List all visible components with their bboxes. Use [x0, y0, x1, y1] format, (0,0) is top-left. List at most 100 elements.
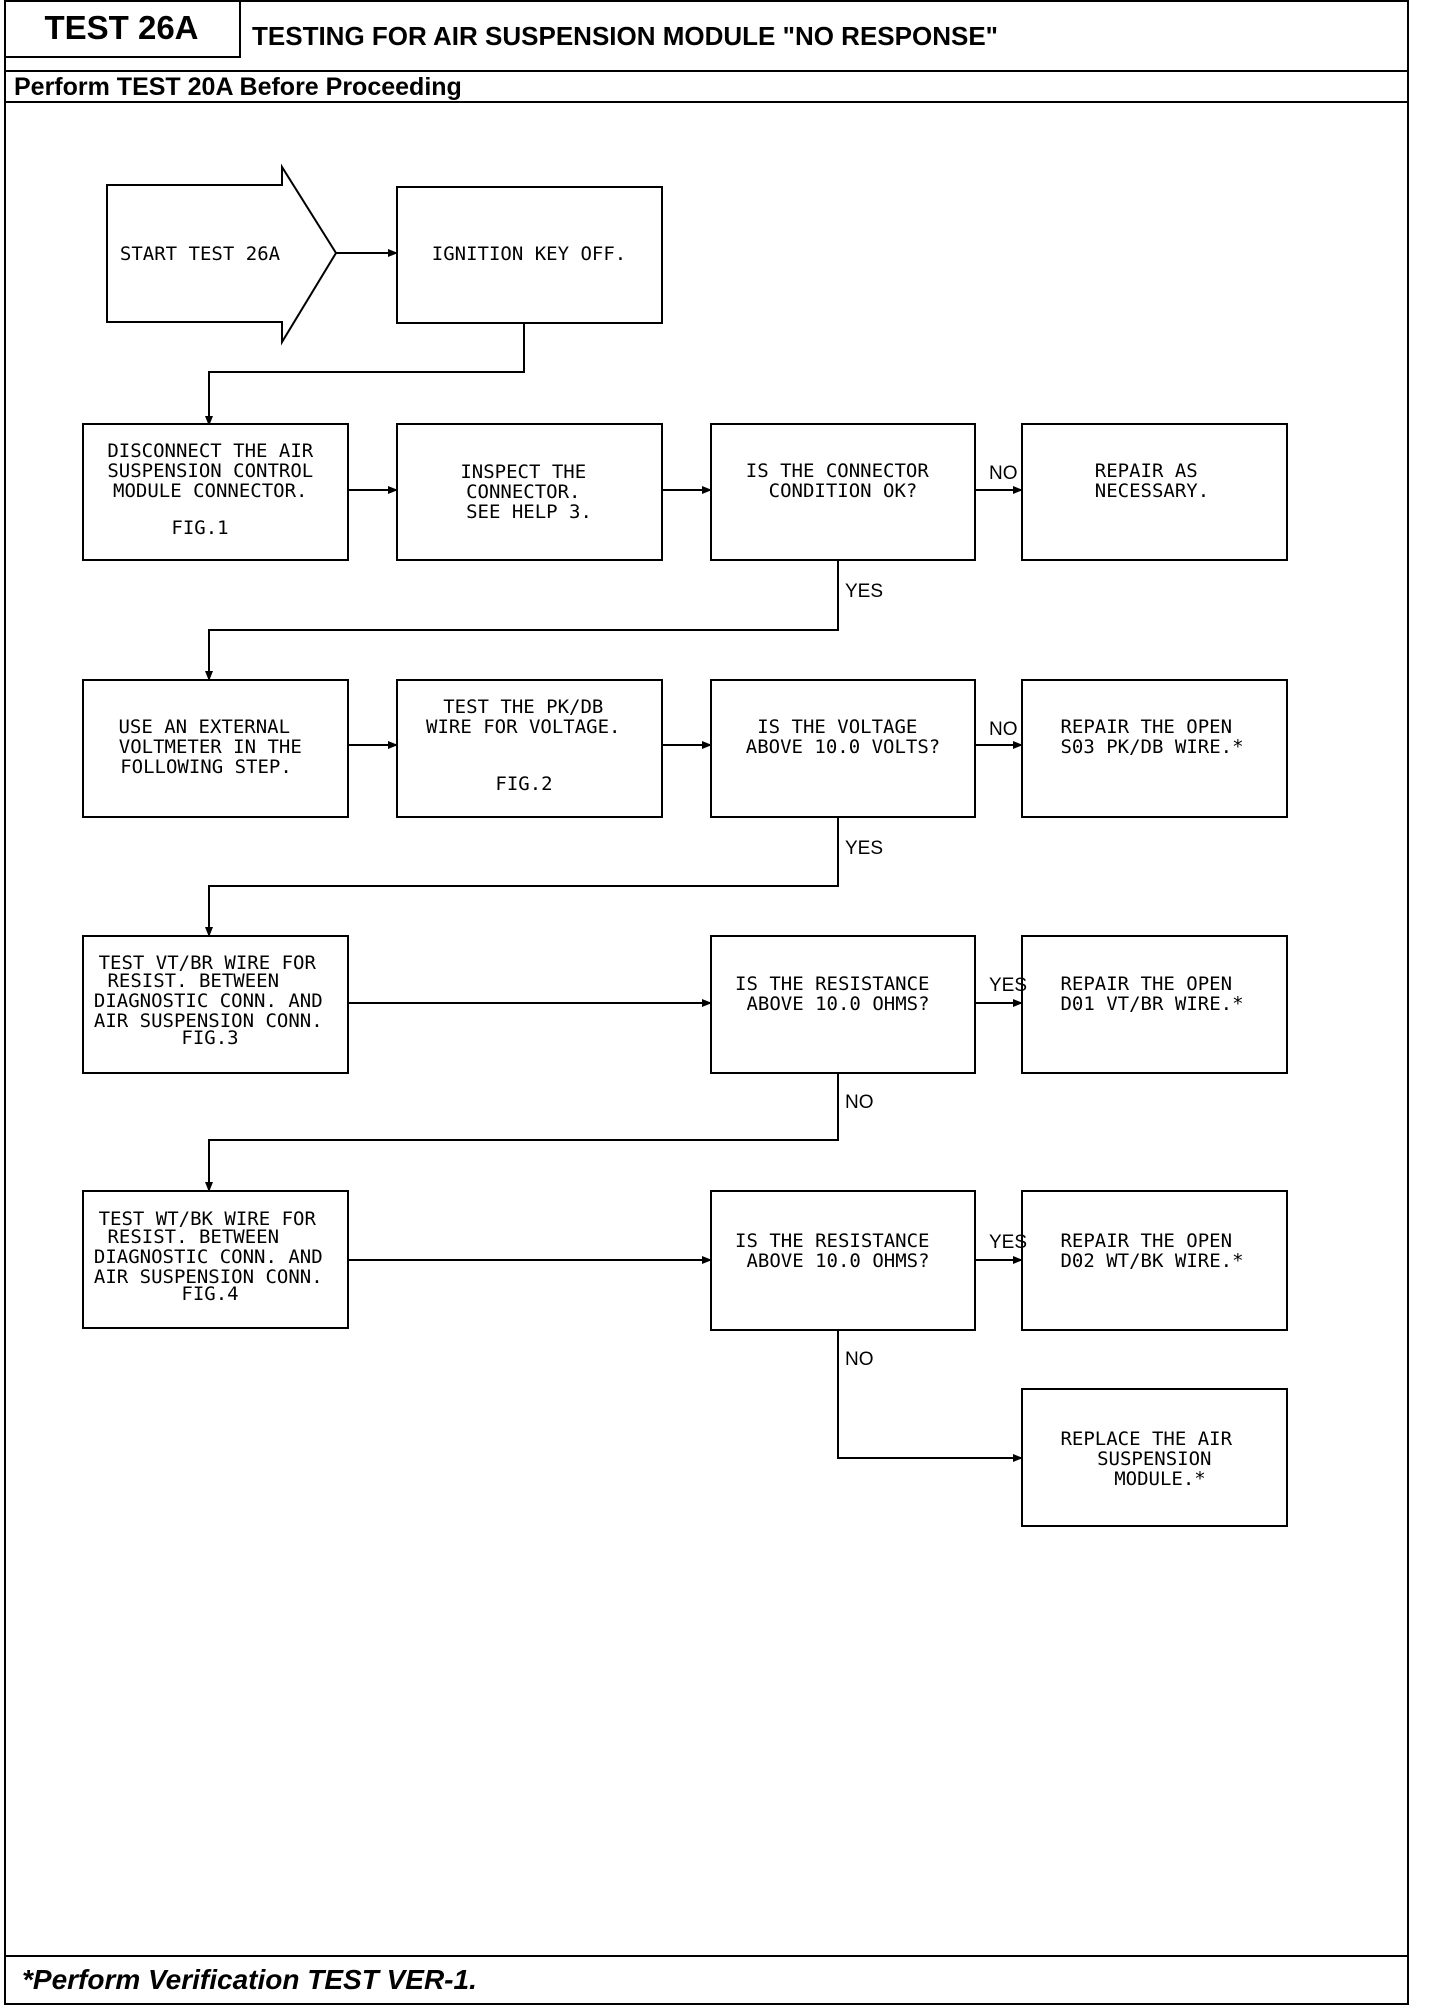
disconnect-box	[82, 423, 349, 561]
test-id: TEST 26A	[4, 0, 241, 58]
repair-d02-line: D02 WT/BK WIRE.*	[1060, 1250, 1243, 1272]
resistance-check-2-box	[710, 1190, 976, 1331]
repair-d01-line: D01 VT/BR WIRE.*	[1060, 993, 1243, 1015]
page-title: TESTING FOR AIR SUSPENSION MODULE "NO RE…	[252, 20, 998, 51]
flow-connectors	[205, 249, 1023, 1462]
wtbk-line: AIR SUSPENSION CONN.	[94, 1266, 323, 1288]
header-divider	[4, 70, 1409, 72]
voltmeter-line: VOLTMETER IN THE	[119, 736, 302, 758]
repair-s03-line: REPAIR THE OPEN	[1060, 716, 1232, 738]
replace-module-line: SUSPENSION	[1097, 1448, 1211, 1470]
connector-resistance1-no	[205, 1073, 839, 1192]
svg-text:USE AN EXTERNAL VOLTMETE: USE AN EXTERNAL VOLTMETER IN THE FOLLOWI…	[118, 716, 313, 778]
replace-module-line: MODULE.*	[1114, 1468, 1206, 1490]
svg-text:REPAIR THE OPEN D01 VT/B: REPAIR THE OPEN D01 VT/BR WIRE.*	[1060, 973, 1243, 1015]
svg-text:TEST VT/BR WIRE FOR RESI: TEST VT/BR WIRE FOR RESIST. BETWEEN DIAG…	[94, 952, 334, 1049]
repair-necessary-box	[1021, 423, 1288, 561]
svg-text:TEST WT/BK WIRE FOR RESI: TEST WT/BK WIRE FOR RESIST. BETWEEN DIAG…	[94, 1208, 334, 1305]
repair-s03-box	[1021, 679, 1288, 818]
resistance1-line: ABOVE 10.0 OHMS?	[746, 993, 929, 1015]
connector-condition-yes	[205, 560, 839, 681]
vtbr-line: RESIST. BETWEEN	[107, 970, 279, 992]
ignition-box	[396, 186, 663, 324]
repair-d02-box	[1021, 1190, 1288, 1331]
page-frame	[4, 0, 1409, 2005]
label-no: NO	[989, 463, 1018, 484]
svg-text:IS THE CONNECTOR CONDITI: IS THE CONNECTOR CONDITION OK?	[746, 460, 940, 502]
flow-shapes	[82, 163, 1288, 1527]
svg-text:REPAIR AS NECESSARY.: REPAIR AS NECESSARY.	[1095, 460, 1209, 502]
vtbr-line: DIAGNOSTIC CONN. AND	[94, 990, 323, 1012]
vtbr-fig: FIG.3	[181, 1027, 238, 1049]
repair-d02-line: REPAIR THE OPEN	[1060, 1230, 1232, 1252]
label-no: NO	[845, 1092, 874, 1113]
connector-condition-box	[710, 423, 976, 561]
repair-necessary-line: REPAIR AS	[1095, 460, 1198, 482]
test-vtbr-box	[82, 935, 349, 1074]
ignition-text: IGNITION KEY OFF.	[432, 243, 626, 265]
svg-text:REPLACE THE AIR SUSPENSI: REPLACE THE AIR SUSPENSION MODULE.*	[1060, 1428, 1243, 1490]
subheader-divider	[4, 101, 1409, 103]
svg-text:TEST THE PK/DB WIRE FOR: TEST THE PK/DB WIRE FOR VOLTAGE. FIG.2	[426, 696, 632, 795]
svg-text:IGNITION KEY OFF.: IGNITION KEY OFF.	[432, 243, 626, 265]
resistance-check-1-box	[710, 935, 976, 1074]
repair-d01-line: REPAIR THE OPEN	[1060, 973, 1232, 995]
test-pkdb-box	[396, 679, 663, 818]
wtbk-line: TEST WT/BK WIRE FOR	[99, 1208, 317, 1230]
svg-text:IS THE RESISTANCE ABOVE: IS THE RESISTANCE ABOVE 10.0 OHMS?	[735, 973, 941, 1015]
resistance1-line: IS THE RESISTANCE	[735, 973, 929, 995]
label-yes: YES	[845, 838, 883, 859]
inspect-line: SEE HELP 3.	[466, 501, 592, 523]
branch-labels: NO YES NO YES YES NO YES NO	[845, 463, 1027, 1370]
vtbr-line: AIR SUSPENSION CONN.	[94, 1010, 323, 1032]
pkdb-line: TEST THE PK/DB	[443, 696, 603, 718]
svg-text:START TEST 26A: START TEST 26A	[120, 243, 281, 265]
svg-text:REPAIR THE OPEN D02 WT/B: REPAIR THE OPEN D02 WT/BK WIRE.*	[1060, 1230, 1243, 1272]
disconnect-fig: FIG.1	[171, 517, 228, 539]
prerequisite-note: Perform TEST 20A Before Proceeding	[14, 72, 462, 101]
verification-footnote: *Perform Verification TEST VER-1.	[22, 1964, 477, 1995]
voltage-line: IS THE VOLTAGE	[757, 716, 917, 738]
connector-voltage-yes	[205, 817, 839, 937]
condition-line: IS THE CONNECTOR	[746, 460, 930, 482]
label-yes: YES	[989, 975, 1027, 996]
svg-text:DISCONNECT THE AIR SUSPE: DISCONNECT THE AIR SUSPENSION CONTROL MO…	[107, 440, 324, 539]
connector-resistance2-no	[837, 1330, 1023, 1462]
disconnect-line: MODULE CONNECTOR.	[113, 480, 307, 502]
pkdb-fig: FIG.2	[495, 773, 552, 795]
replace-module-box	[1021, 1388, 1288, 1527]
voltage-check-box	[710, 679, 976, 818]
resistance2-line: IS THE RESISTANCE	[735, 1230, 929, 1252]
label-yes: YES	[989, 1232, 1027, 1253]
svg-text:INSPECT THE CONNECTOR.: INSPECT THE CONNECTOR. SEE HELP 3.	[460, 461, 597, 523]
voltage-line: ABOVE 10.0 VOLTS?	[746, 736, 940, 758]
wtbk-line: RESIST. BETWEEN	[107, 1226, 279, 1248]
wtbk-fig: FIG.4	[181, 1283, 238, 1305]
label-no: NO	[845, 1349, 874, 1370]
disconnect-line: DISCONNECT THE AIR	[107, 440, 313, 462]
voltmeter-line: FOLLOWING STEP.	[120, 756, 292, 778]
label-yes: YES	[845, 581, 883, 602]
svg-text:REPAIR THE OPEN S03 PK/D: REPAIR THE OPEN S03 PK/DB WIRE.*	[1060, 716, 1243, 758]
voltmeter-line: USE AN EXTERNAL	[118, 716, 290, 738]
wtbk-line: DIAGNOSTIC CONN. AND	[94, 1246, 323, 1268]
svg-text:IS THE VOLTAGE ABOVE 10.: IS THE VOLTAGE ABOVE 10.0 VOLTS?	[746, 716, 940, 758]
start-text: START TEST 26A	[120, 243, 281, 265]
repair-s03-line: S03 PK/DB WIRE.*	[1060, 736, 1243, 758]
vtbr-line: TEST VT/BR WIRE FOR	[99, 952, 317, 974]
label-no: NO	[989, 719, 1018, 740]
start-arrow-shape	[106, 163, 338, 346]
replace-module-line: REPLACE THE AIR	[1060, 1428, 1232, 1450]
test-wtbk-box	[82, 1190, 349, 1329]
inspect-box	[396, 423, 663, 561]
condition-line: CONDITION OK?	[769, 480, 918, 502]
voltmeter-box	[82, 679, 349, 818]
flow-texts: START TEST 26A IGNITION KEY OFF. DISCONN…	[94, 243, 1244, 1490]
connector-ignition-to-disconnect	[205, 323, 525, 426]
disconnect-line: SUSPENSION CONTROL	[107, 460, 313, 482]
pkdb-line: WIRE FOR VOLTAGE.	[426, 716, 620, 738]
resistance2-line: ABOVE 10.0 OHMS?	[746, 1250, 929, 1272]
inspect-line: CONNECTOR.	[466, 481, 580, 503]
repair-d01-box	[1021, 935, 1288, 1074]
